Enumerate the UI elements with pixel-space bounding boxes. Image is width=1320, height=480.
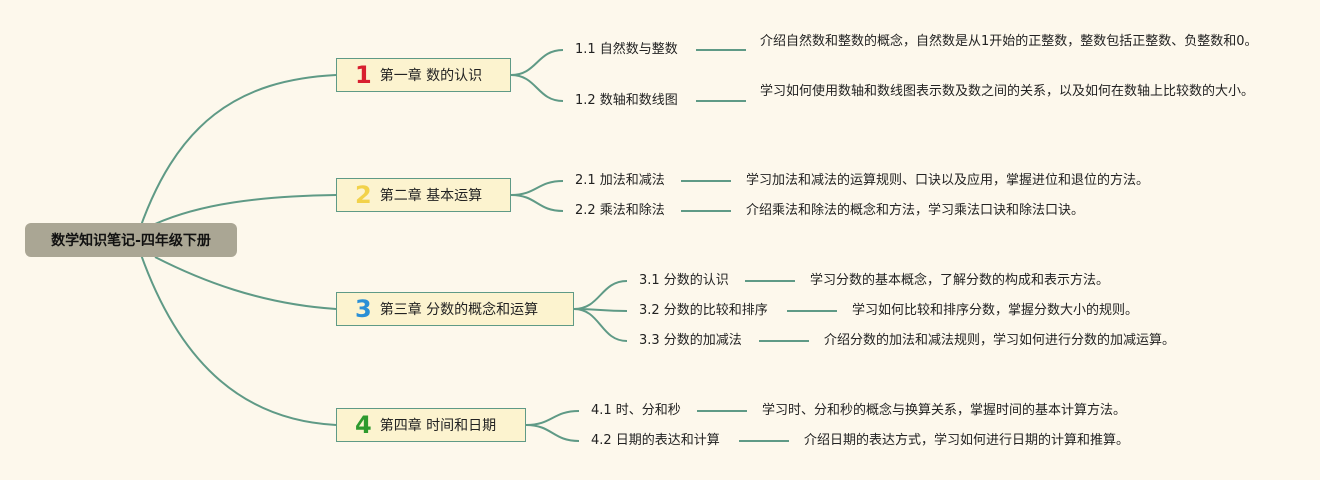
section-3-3[interactable]: 3.3 分数的加减法 xyxy=(639,333,742,348)
chapter-2-number: 2 xyxy=(355,181,372,209)
section-2-2-desc: 介绍乘法和除法的概念和方法，学习乘法口诀和除法口诀。 xyxy=(746,203,1085,218)
link-root-chapter-3 xyxy=(154,256,337,310)
chapter-3-label: 第三章 分数的概念和运算 xyxy=(379,302,539,318)
section-1-2-desc: 学习如何使用数轴和数线图表示数及数之间的关系，以及如何在数轴上比较数的大小。 xyxy=(760,84,1255,99)
link-chapter-4-section-2 xyxy=(525,424,580,442)
section-1-1[interactable]: 1.1 自然数与整数 xyxy=(575,42,678,57)
root-topic[interactable]: 数学知识笔记-四年级下册 xyxy=(25,223,237,257)
section-3-3-desc: 介绍分数的加法和减法规则，学习如何进行分数的加减运算。 xyxy=(824,333,1176,348)
section-3-2[interactable]: 3.2 分数的比较和排序 xyxy=(639,303,768,318)
link-root-chapter-2 xyxy=(154,194,337,225)
section-3-2-desc: 学习如何比较和排序分数，掌握分数大小的规则。 xyxy=(852,303,1139,318)
section-2-1[interactable]: 2.1 加法和减法 xyxy=(575,173,665,188)
section-1-2[interactable]: 1.2 数轴和数线图 xyxy=(575,93,678,108)
section-3-1-desc: 学习分数的基本概念，了解分数的构成和表示方法。 xyxy=(810,273,1110,288)
chapter-1-number: 1 xyxy=(355,61,372,89)
link-root-chapter-4 xyxy=(135,239,337,426)
link-chapter-1-section-2 xyxy=(510,74,564,102)
chapter-4-number: 4 xyxy=(355,411,372,439)
chapter-4[interactable]: 4 第四章 时间和日期 xyxy=(336,408,526,442)
link-chapter-4-section-1 xyxy=(525,410,580,426)
chapter-2[interactable]: 2 第二章 基本运算 xyxy=(336,178,511,212)
section-4-2-desc: 介绍日期的表达方式，学习如何进行日期的计算和推算。 xyxy=(804,433,1130,448)
link-chapter-2-section-1 xyxy=(510,180,564,196)
chapter-4-label: 第四章 时间和日期 xyxy=(379,418,497,434)
link-chapter-2-section-2 xyxy=(510,194,564,212)
link-chapter-1-section-1 xyxy=(510,49,564,76)
link-root-chapter-1 xyxy=(135,74,337,241)
chapter-1[interactable]: 1 第一章 数的认识 xyxy=(336,58,511,92)
section-1-1-desc: 介绍自然数和整数的概念，自然数是从1开始的正整数，整数包括正整数、负整数和0。 xyxy=(760,34,1258,49)
section-2-2[interactable]: 2.2 乘法和除法 xyxy=(575,203,665,218)
chapter-1-label: 第一章 数的认识 xyxy=(379,68,483,84)
link-chapter-3-section-3 xyxy=(573,308,628,342)
section-4-1[interactable]: 4.1 时、分和秒 xyxy=(591,403,681,418)
section-3-1[interactable]: 3.1 分数的认识 xyxy=(639,273,729,288)
chapter-3[interactable]: 3 第三章 分数的概念和运算 xyxy=(336,292,574,326)
link-chapter-3-section-1 xyxy=(573,280,628,310)
section-4-2[interactable]: 4.2 日期的表达和计算 xyxy=(591,433,720,448)
section-2-1-desc: 学习加法和减法的运算规则、口诀以及应用，掌握进位和退位的方法。 xyxy=(746,173,1150,188)
chapter-3-number: 3 xyxy=(355,295,372,323)
section-4-1-desc: 学习时、分和秒的概念与换算关系，掌握时间的基本计算方法。 xyxy=(762,403,1127,418)
chapter-2-label: 第二章 基本运算 xyxy=(379,188,483,204)
